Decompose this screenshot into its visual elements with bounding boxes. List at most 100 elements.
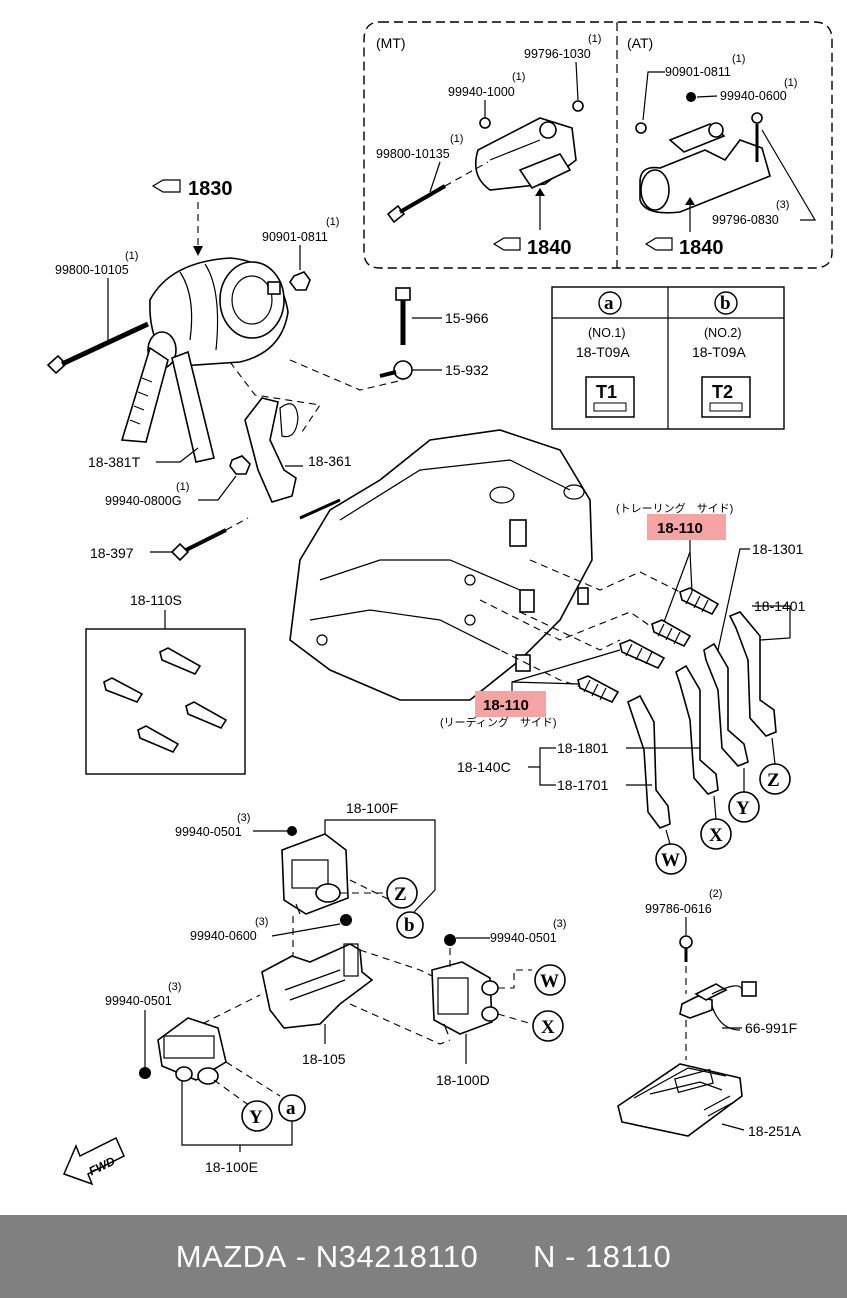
- callout-b-text: b: [404, 915, 415, 936]
- mt-pn-99796-1030: 99796-1030: [524, 47, 591, 61]
- callout-w-bottom-text: W: [540, 971, 559, 992]
- table-a-mark: T1: [596, 382, 617, 402]
- qty-99940-0800G: (1): [176, 481, 189, 493]
- callout-y-top: Y: [728, 791, 760, 823]
- ignition-coil-D: [431, 961, 499, 1035]
- callout-x-bottom: X: [532, 1010, 564, 1042]
- leading-pn-highlight: [475, 691, 546, 717]
- mt-pn-99940-1000: 99940-1000: [448, 85, 515, 99]
- at-ref-1840: 1840: [679, 237, 724, 259]
- at-pn-90901-0811: 90901-0811: [665, 65, 731, 79]
- callout-w-top: W: [655, 843, 687, 875]
- inset-mt-at: (MT) (AT) (1) 99796-1030 (1) 99940-1000 …: [363, 21, 833, 269]
- footer-code: N - 18110: [532, 1238, 672, 1274]
- table-a-pn: 18-T09A: [576, 344, 630, 360]
- pn-18-100E: 18-100E: [205, 1159, 258, 1175]
- pn-15-932: 15-932: [445, 362, 489, 378]
- callout-w-bottom: W: [534, 964, 566, 996]
- ref-1830-arrow-icon: [151, 179, 181, 193]
- footer-part-number: N34218110: [315, 1238, 479, 1274]
- at-pn-99940-0600: 99940-0600: [720, 89, 787, 103]
- callout-x-top: X: [700, 818, 732, 850]
- ignition-coil-E: [157, 1017, 227, 1085]
- inset-at-label: (AT): [627, 35, 653, 51]
- callout-y-bottom: Y: [241, 1100, 273, 1132]
- table-b-pn: 18-T09A: [692, 344, 746, 360]
- mt-starter-motor: [474, 117, 577, 191]
- pn-18-361: 18-361: [308, 453, 352, 469]
- qty-99786-0616: (2): [709, 888, 722, 900]
- pn-18-397: 18-397: [90, 545, 134, 561]
- callout-x-bottom-text: X: [541, 1017, 555, 1038]
- mt-qty-1: (1): [588, 33, 601, 45]
- qty-99940-0501-b: (3): [553, 918, 566, 930]
- pn-18-140C: 18-140C: [457, 759, 511, 775]
- table-b-letter: b: [720, 293, 731, 314]
- pn-90901-0811: 90901-0811: [262, 230, 328, 244]
- pn-18-1301: 18-1301: [752, 541, 804, 557]
- mt-qty-3: (1): [450, 133, 463, 145]
- footer-brand: MAZDA: [175, 1238, 287, 1274]
- qty-99940-0600: (3): [255, 916, 268, 928]
- pn-18-381T: 18-381T: [88, 454, 141, 470]
- callout-w-text: W: [661, 850, 680, 871]
- pn-18-100D: 18-100D: [436, 1072, 490, 1088]
- callout-z-top: Z: [759, 763, 791, 795]
- footer-bar: MAZDA - N34218110 N - 18110: [0, 1215, 847, 1298]
- mt-ref-1840: 1840: [527, 237, 572, 259]
- mt-bolt-99800-10135: [386, 184, 447, 224]
- callout-y-text: Y: [736, 798, 750, 819]
- spark-plug-trailing-2: [651, 619, 692, 648]
- callout-z-mid: Z: [386, 877, 418, 909]
- callout-a: a: [278, 1094, 306, 1122]
- mt-pn-99800-10135: 99800-10135: [376, 147, 450, 161]
- table-b-mark: T2: [712, 382, 733, 402]
- mt-qty-2: (1): [512, 71, 525, 83]
- qty-99940-0501-a: (3): [237, 812, 250, 824]
- table-b-no: (NO.2): [704, 326, 742, 340]
- bolt-99786-0616: [679, 935, 693, 962]
- callout-z-text: Z: [767, 770, 780, 791]
- spark-plug-leading-1: [619, 639, 666, 670]
- pn-99940-0800G: 99940-0800G: [105, 494, 181, 508]
- ignition-leads: [627, 611, 777, 829]
- footer-sep-1: -: [286, 1238, 316, 1274]
- pn-18-1701: 18-1701: [557, 777, 609, 793]
- pn-99940-0501-b: 99940-0501: [490, 931, 557, 945]
- callout-y-bottom-text: Y: [249, 1107, 263, 1128]
- ref-1830: 1830: [188, 178, 233, 200]
- pn-99800-10105: 99800-10105: [55, 263, 129, 277]
- trailing-pn-highlight: [647, 514, 726, 540]
- tag-table: a b (NO.1) 18-T09A (NO.2) 18-T09A T1 T2: [551, 286, 785, 430]
- pn-99940-0501-c: 99940-0501: [105, 994, 172, 1008]
- trailing-pn: 18-110: [657, 520, 703, 537]
- at-qty-3: (3): [776, 199, 789, 211]
- at-starter-motor: [639, 122, 771, 214]
- leading-side-label: (リーディング サイド): [440, 715, 557, 729]
- at-qty-1: (1): [732, 53, 745, 65]
- trailing-side-label: (トレーリング サイド): [616, 501, 733, 515]
- pn-99940-0600: 99940-0600: [190, 929, 257, 943]
- pn-99786-0616: 99786-0616: [645, 902, 712, 916]
- pn-15-966: 15-966: [445, 310, 489, 326]
- spark-plug-set: 18-110S: [85, 592, 246, 775]
- qty-90901-0811: (1): [326, 216, 339, 228]
- callout-a-text: a: [286, 1098, 296, 1119]
- qty-99800-10105: (1): [125, 250, 138, 262]
- mt-ref-arrow-icon: [492, 237, 521, 251]
- rotary-engine: [289, 429, 593, 701]
- coil-bracket-18-105: [261, 943, 374, 1029]
- fwd-arrow-icon: FWD: [62, 1136, 125, 1186]
- parts-diagram: (MT) (AT) (1) 99796-1030 (1) 99940-1000 …: [46, 21, 833, 1186]
- pn-66-991F: 66-991F: [745, 1020, 797, 1036]
- callout-b: b: [396, 911, 424, 939]
- callout-x-text: X: [709, 825, 723, 846]
- pn-18-1801: 18-1801: [557, 740, 609, 756]
- pn-18-100F: 18-100F: [346, 800, 398, 816]
- table-a-letter: a: [604, 293, 614, 314]
- at-qty-2: (1): [784, 77, 797, 89]
- alternator-group: 1830 (1) 99800-10105 (1) 90901-0811 15-9…: [46, 178, 489, 562]
- callout-z-mid-text: Z: [394, 884, 407, 905]
- at-bolt-99796-0830: [751, 112, 763, 162]
- pn-99940-0501-a: 99940-0501: [175, 825, 242, 839]
